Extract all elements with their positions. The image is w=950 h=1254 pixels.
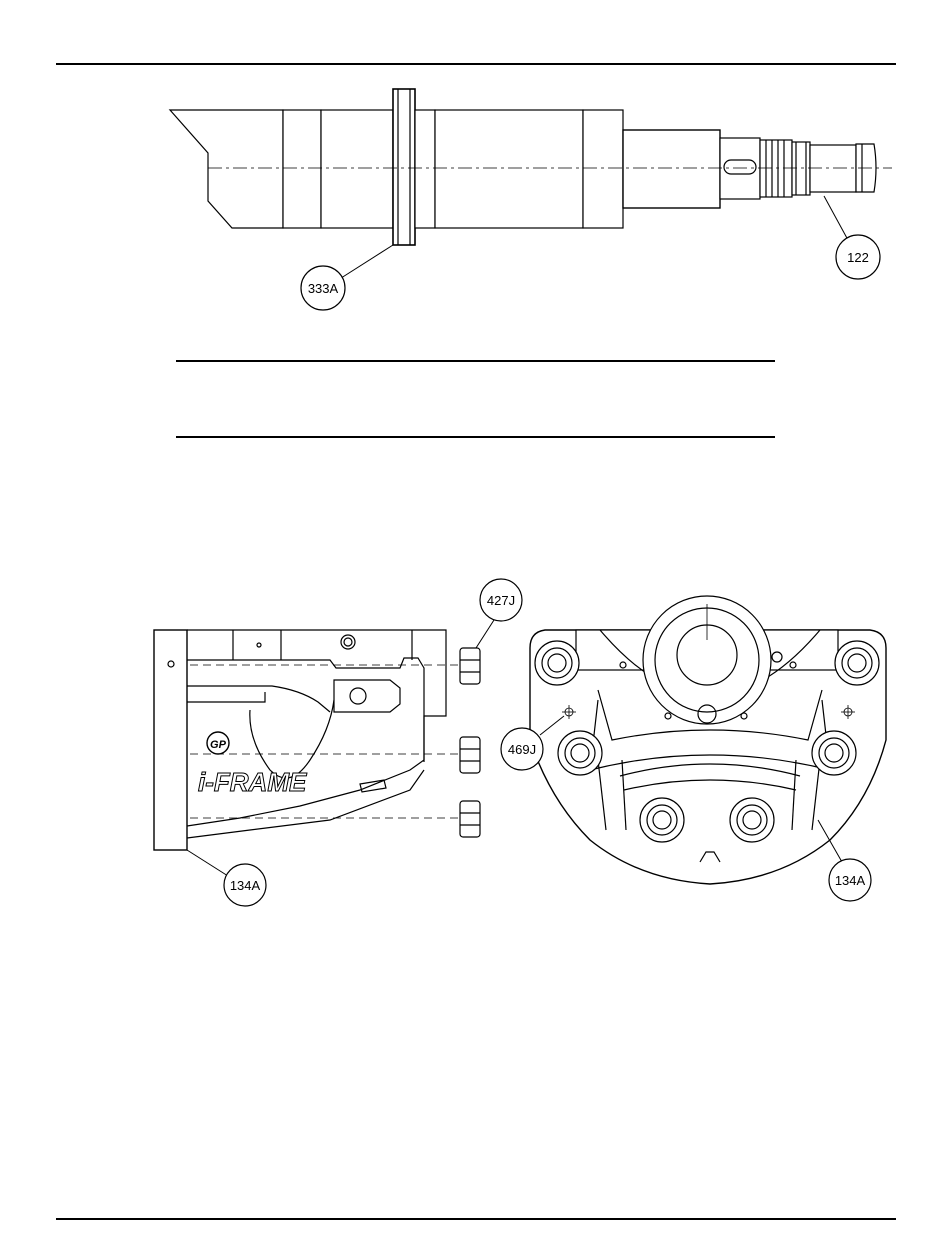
front-bolt-top-left [535, 641, 579, 685]
shaft-ring-333A [393, 89, 415, 245]
callout-427J: 427J [480, 579, 522, 621]
callout-134A-left-label: 134A [230, 878, 261, 893]
leader-134A-left [187, 850, 228, 876]
bolt-hex-bottom [460, 801, 480, 837]
callout-427J-label: 427J [487, 593, 515, 608]
keyway [724, 160, 756, 174]
leader-122 [824, 196, 848, 240]
front-bolt-mid-right [812, 731, 856, 775]
shaft-drawing [170, 89, 876, 245]
front-bolt-top-right [835, 641, 879, 685]
gp-logo-mark: GP [207, 732, 229, 754]
callout-333A-label: 333A [308, 281, 339, 296]
callout-134A-right-label: 134A [835, 873, 866, 888]
bolt-hex-middle [460, 737, 480, 773]
shaft-thread-section [760, 140, 792, 197]
callout-122: 122 [836, 235, 880, 279]
logo-mark-text: GP [210, 739, 227, 751]
shaft-collar-122 [792, 142, 810, 195]
bolt-hex-group [460, 648, 480, 837]
shaft-section-1 [283, 110, 321, 228]
shaft-section-2 [321, 110, 393, 228]
callout-134A-left: 134A [224, 864, 266, 906]
callout-469J-label: 469J [508, 742, 536, 757]
shaft-section-3 [415, 110, 435, 228]
callout-469J: 469J [501, 728, 543, 770]
frame-back-plate [154, 630, 187, 850]
front-bolt-bottom-left [640, 798, 684, 842]
shaft-section-5 [583, 110, 623, 228]
callout-122-label: 122 [847, 250, 869, 265]
callout-134A-right: 134A [829, 859, 871, 901]
shaft-angled-end [170, 110, 283, 228]
shaft-section-6 [623, 130, 720, 208]
shaft-end-section [810, 145, 856, 192]
shaft-section-4 [435, 110, 583, 228]
bolt-hex-top [460, 648, 480, 684]
frame-side-view [154, 630, 460, 850]
brand-logo-text: i-FRAME [198, 767, 307, 797]
front-bolt-bottom-right [730, 798, 774, 842]
leader-333A [338, 245, 393, 280]
front-bolt-mid-left [558, 731, 602, 775]
callout-333A: 333A [301, 266, 345, 310]
leader-427J [476, 620, 494, 648]
